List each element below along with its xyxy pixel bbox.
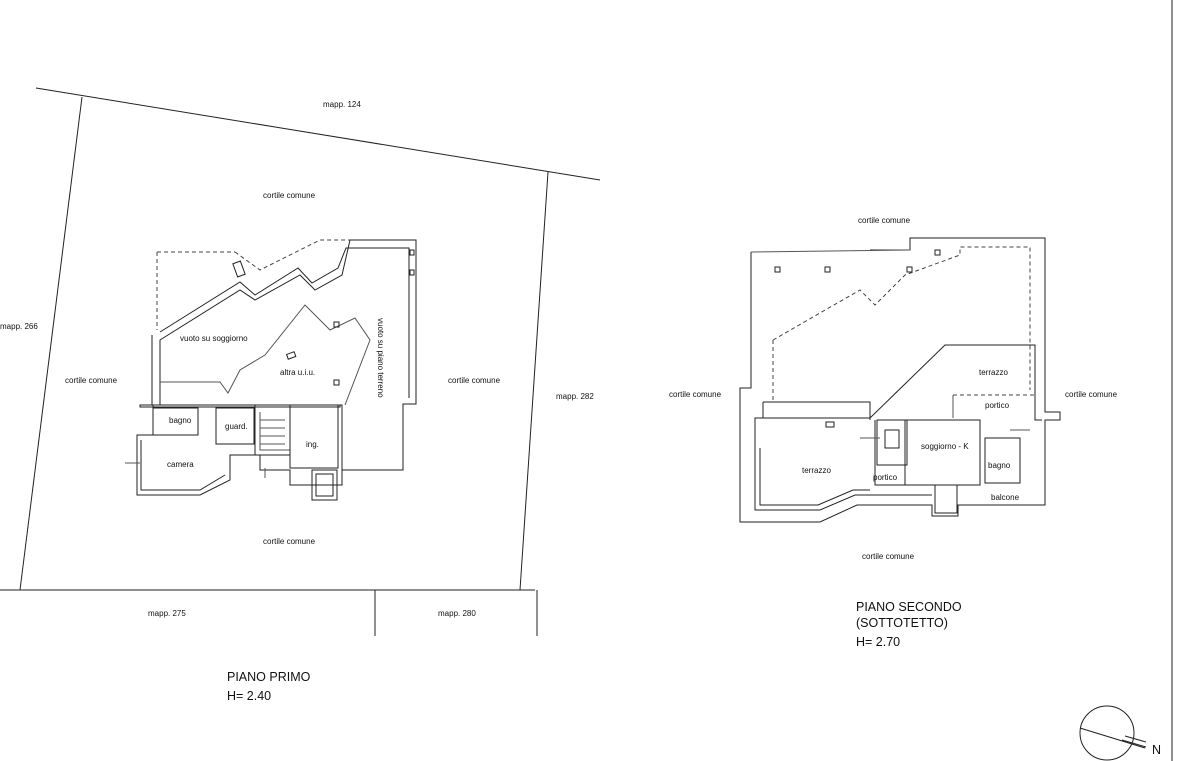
room-label-balcone: balcone (991, 493, 1020, 502)
label-mapp-124: mapp. 124 (323, 100, 361, 109)
label-cortile-comune: cortile comune (858, 216, 911, 225)
label-cortile-comune: cortile comune (65, 376, 118, 385)
label-mapp-280: mapp. 280 (438, 609, 476, 618)
label-mapp-266: mapp. 266 (0, 322, 38, 331)
room-label-portico: portico (985, 401, 1010, 410)
label-cortile-comune: cortile comune (263, 191, 316, 200)
room-label-altra-uiu: altra u.i.u. (280, 368, 315, 377)
label-mapp-275: mapp. 275 (148, 609, 186, 618)
plan-title-piano-secondo: PIANO SECONDO (856, 600, 962, 614)
room-label-portico: portico (873, 473, 898, 482)
room-label-bagno: bagno (988, 461, 1011, 470)
room-label-camera: camera (167, 460, 194, 469)
piano-secondo-building (739, 237, 1061, 523)
room-label-vuoto-piano-terreno: vuoto su piano terreno (376, 318, 385, 398)
room-label-guard: guard. (225, 422, 248, 431)
label-mapp-282: mapp. 282 (556, 392, 594, 401)
room-label-terrazzo: terrazzo (802, 466, 831, 475)
label-cortile-comune: cortile comune (862, 552, 915, 561)
room-label-terrazzo: terrazzo (979, 368, 1008, 377)
piano-primo-building (125, 239, 417, 501)
plan-height-piano-primo: H= 2.40 (227, 689, 271, 703)
label-cortile-comune: cortile comune (263, 537, 316, 546)
room-label-soggiorno-k: soggiorno - K (921, 442, 969, 451)
label-cortile-comune: cortile comune (1065, 390, 1118, 399)
plan-height-piano-secondo: H= 2.70 (856, 635, 900, 649)
room-label-ing: ing. (306, 440, 319, 449)
piano-primo-lot (0, 87, 601, 636)
room-label-bagno: bagno (169, 416, 192, 425)
room-label-vuoto-soggiorno: vuoto su soggiorno (180, 334, 248, 343)
north-label: N (1152, 743, 1161, 757)
plan-title-piano-primo: PIANO PRIMO (227, 670, 311, 684)
label-cortile-comune: cortile comune (448, 376, 501, 385)
label-cortile-comune: cortile comune (669, 390, 722, 399)
plan-subtitle-sottotetto: (SOTTOTETTO) (856, 616, 948, 630)
north-arrow-icon (1079, 705, 1147, 761)
